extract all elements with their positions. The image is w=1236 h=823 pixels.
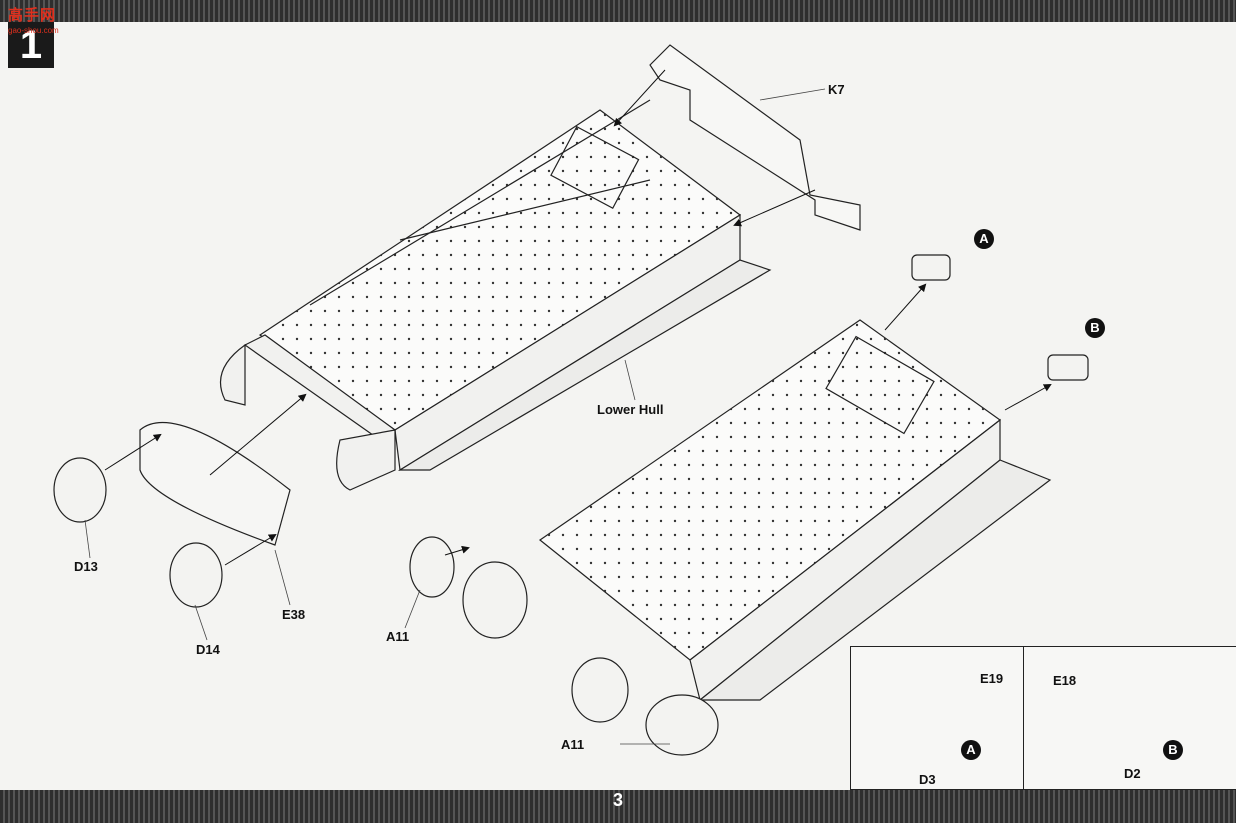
- upper-hull-drawing: [219, 99, 772, 491]
- page-number: 3: [612, 790, 623, 810]
- k7-plate-drawing: [649, 44, 861, 231]
- callout-b: B: [1085, 318, 1105, 338]
- label-k7: K7: [828, 82, 845, 97]
- bottom-band: [0, 790, 1236, 823]
- label-a11-left: A11: [386, 629, 410, 644]
- label-e18: E18: [1053, 673, 1077, 688]
- assembly-arrows: [104, 69, 1132, 741]
- label-d14: D14: [196, 642, 220, 657]
- label-e19: E19: [980, 671, 1004, 686]
- label-a11-bottom: A11: [561, 737, 585, 752]
- sprocket-parts-drawing: [53, 422, 719, 756]
- logo-text: 高手网: [8, 7, 57, 24]
- label-e38: E38: [282, 607, 306, 622]
- label-d2: D2: [1124, 766, 1141, 781]
- lower-hull-drawing: [462, 319, 1052, 723]
- label-d13: D13: [74, 559, 98, 574]
- callout-inset-b: B: [1163, 740, 1183, 760]
- watermark-logo: 高手网 gao-shou.com: [8, 4, 70, 38]
- inset-detail-panel: [850, 646, 1236, 790]
- callout-a: A: [974, 229, 994, 249]
- step-number: 1: [8, 22, 54, 68]
- label-d3: D3: [919, 772, 936, 787]
- label-lower-hull: Lower Hull: [597, 402, 664, 417]
- inset-divider: [1023, 647, 1024, 789]
- logo-url: gao-shou.com: [8, 26, 59, 35]
- callout-inset-a: A: [961, 740, 981, 760]
- top-band: [0, 0, 1236, 22]
